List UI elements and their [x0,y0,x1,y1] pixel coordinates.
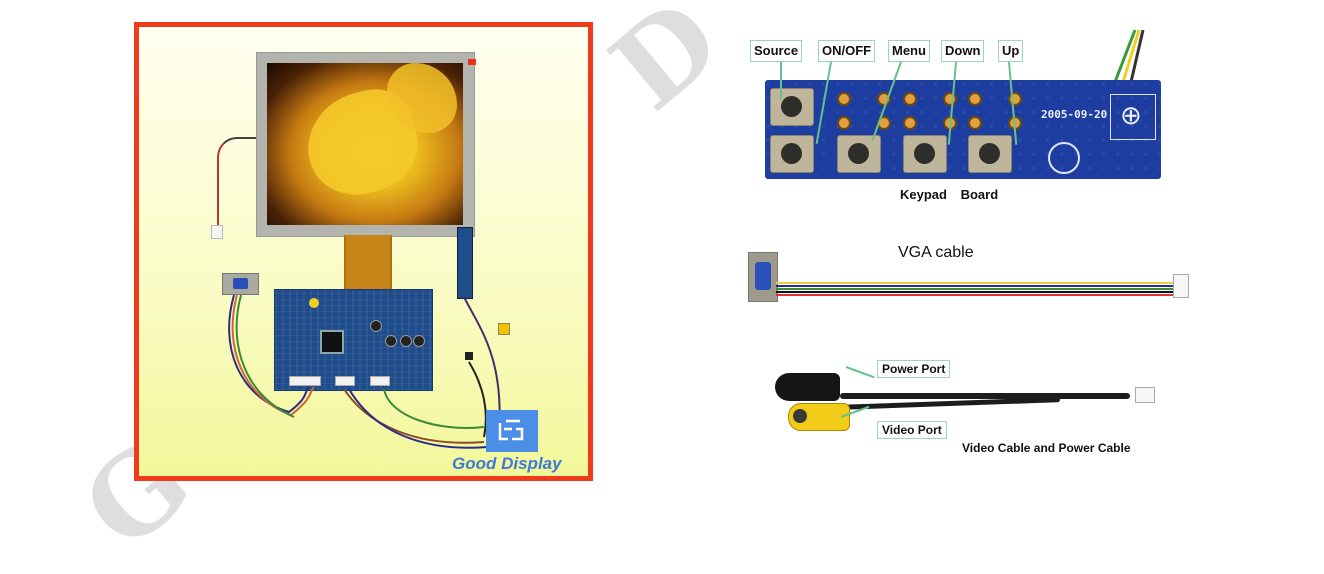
protective-film-tab [468,59,476,65]
label-source: Source [750,40,803,62]
solder-pad [903,92,917,106]
power-port-plug [775,373,840,401]
lcd-panel [256,52,476,237]
capacitor [400,335,412,347]
driver-board [274,289,433,391]
vga-wire [776,294,1176,296]
label-video-port: Video Port [877,421,947,439]
rca-connector [498,323,510,335]
label-power-port: Power Port [877,360,951,378]
vga-connector [222,273,259,295]
label-menu: Menu [888,40,930,62]
keypad-caption: Keypad Board [900,187,999,202]
board-connector [370,376,390,386]
backlight-connector [211,225,223,239]
fpc-flex-cable [344,235,392,295]
watermark-letter-d: D [587,0,744,135]
controller-chip [320,330,344,354]
vga-wire [776,285,1176,287]
label-up: Up [998,40,1024,62]
video-port-rca-plug [788,403,850,431]
vga-cable-figure: VGA cable [748,240,1193,310]
on-off-button [770,135,814,173]
label-down: Down [941,40,985,62]
solder-pad [968,92,982,106]
power-cable [840,393,1130,399]
capacitor [370,320,382,332]
label-on-off: ON/OFF [818,40,876,62]
solder-pad [968,116,982,130]
keypad-board-figure: Source ON/OFF Menu Down Up 2005-09-20 ⊕ … [750,30,1190,210]
board-connector [335,376,355,386]
board-connector [289,376,321,386]
capacitor [413,335,425,347]
solder-pad [943,92,957,106]
up-button [968,135,1012,173]
capacitor [385,335,397,347]
source-button [770,88,814,126]
menu-button [837,135,881,173]
solder-pad [903,116,917,130]
down-button [903,135,947,173]
ir-receiver [465,352,473,360]
buzzer [309,298,319,308]
cable-end-connector [1135,387,1155,403]
vga-wire [776,282,1176,284]
vga-caption: VGA cable [898,244,974,261]
leader-line [845,366,875,379]
potentiometer-icon: ⊕ [1120,100,1142,130]
vga-wire [776,291,1176,293]
video-cable [839,397,1061,410]
vga-plug [748,252,778,302]
vga-cable-end-connector [1173,274,1189,298]
potentiometer: ⊕ [1110,94,1156,140]
wire-harness [228,294,501,449]
solder-pad [837,116,851,130]
lcd-kit-product-photo: Good Display [134,22,593,481]
keypad-pcb: 2005-09-20 ⊕ [765,80,1161,179]
keypad-wires [1113,30,1145,82]
led-footprint [1048,142,1080,174]
solder-pad [837,92,851,106]
brand-logo-text: Good Display [452,454,562,473]
backlight-wire [217,137,259,229]
good-display-logo-icon [486,410,538,452]
lcd-screen-image [267,63,463,225]
vga-wire [776,288,1176,290]
leader-line [780,62,782,100]
board-date: 2005-09-20 [1041,108,1108,121]
video-power-cable-figure: Power Port Video Port Video Cable and Po… [760,355,1180,460]
video-power-caption: Video Cable and Power Cable [962,441,1131,455]
